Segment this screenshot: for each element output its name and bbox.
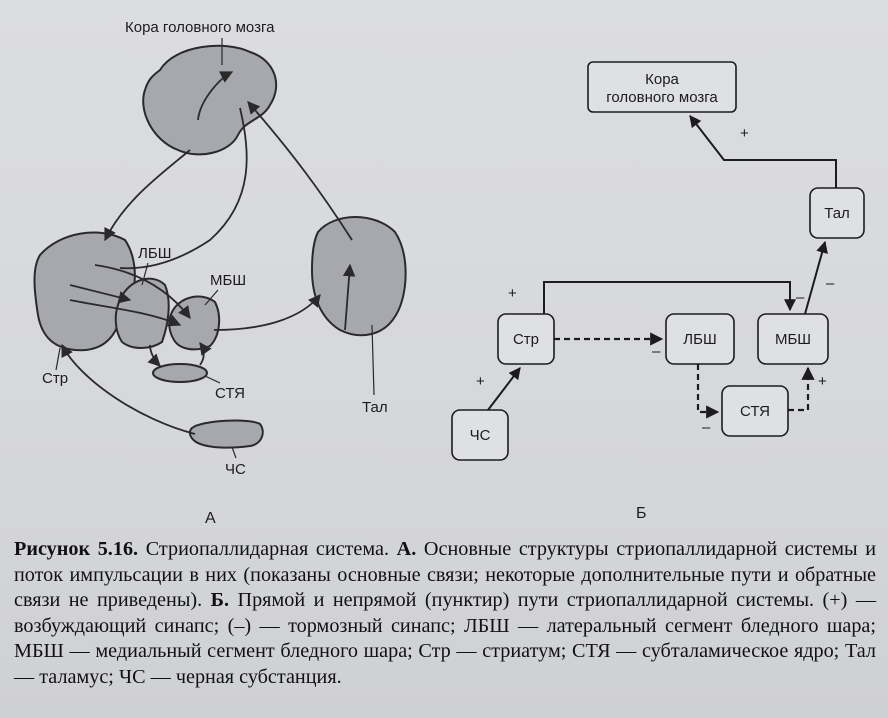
b-sign-direct-str: + [508,285,517,302]
b-stya-to-mbsh-indirect-arrow [788,366,815,412]
cortex-descending-path [119,107,248,270]
figure-caption: Рисунок 5.16. Стриопаллидарная система. … [14,537,876,691]
b-tal-to-cortex-arrow [689,115,837,188]
b-sign-tal-cortex: + [740,125,749,142]
b-panel-label: Б [636,505,647,522]
b-chs-label: ЧС [470,427,491,444]
a-cortex-label: Кора головного мозга [125,19,275,36]
a-tal-label: Тал [362,399,388,416]
b-chs-to-str-arrow [487,367,521,411]
caption-title: Рисунок 5.16. [14,538,139,560]
b-sign-str-lbsh: – [652,343,661,360]
b-mbsh-label: МБШ [775,331,811,348]
figure: Кора головного мозга ЛБШ МБШ Стр СТЯ Тал… [33,19,865,527]
b-lbsh-label: ЛБШ [683,331,716,348]
striatum-to-mbsh-path-1 [94,264,191,320]
b-cortex-line1: Кора [645,71,679,88]
b-lbsh-box [665,313,735,365]
a-chs-label: ЧС [225,461,246,478]
a-str-label: Стр [42,370,68,387]
thalamus-inner-arrow [342,263,356,331]
striatum-to-mbsh-path-2 [69,299,182,327]
a-mbsh-label: МБШ [210,272,246,289]
b-cortex-line2: головного мозга [606,89,718,106]
chs-to-striatum-path [61,343,196,435]
a-stya-label: СТЯ [215,385,245,402]
panel-b: Кора головного мозга Тал Стр ЛБШ МБШ СТЯ… [451,61,865,522]
b-str-to-mbsh-direct-arrow [543,281,796,314]
panel-a [33,38,407,459]
b-mbsh-box [757,313,829,365]
mbsh-to-thalamus-path [213,294,321,331]
caption-a-text: Основные структуры стриопаллидарной сист… [14,538,877,612]
caption-b-text: Прямой и непрямой (пунктир) пути стриопа… [14,589,877,688]
b-sign-direct-mbsh: – [796,289,805,306]
stya-to-mbsh-path [199,341,212,366]
b-cortex-box [587,61,737,113]
chs-shape [188,419,264,449]
cortex-to-striatum-path [104,149,191,242]
striatum-to-lbsh-path [69,284,132,304]
cortex-shape [142,44,278,156]
stya-shape [152,363,208,383]
a-lbsh-label: ЛБШ [138,245,171,262]
cortex-loop-path [197,71,234,121]
b-chs-box [451,409,509,461]
lbsh-to-stya-path [147,344,161,367]
b-sign-stya-mbsh: + [818,373,827,390]
b-tal-label: Тал [824,205,850,222]
caption-b-label: Б. [210,589,230,612]
a-panel-label: А [205,510,216,527]
b-sign-chs: + [476,373,485,390]
b-sign-mbsh-tal: – [826,275,835,292]
thalamus-to-cortex-path [247,101,353,241]
b-lbsh-to-stya-indirect-arrow [696,364,720,419]
caption-a-label: А. [396,538,417,560]
b-stya-label: СТЯ [740,403,770,420]
thalamus-shape [310,216,407,337]
b-str-label: Стр [513,331,539,348]
b-sign-lbsh-stya: – [702,419,711,436]
b-mbsh-to-tal-arrow [804,240,828,315]
caption-intro: Стриопаллидарная система. [145,538,390,560]
